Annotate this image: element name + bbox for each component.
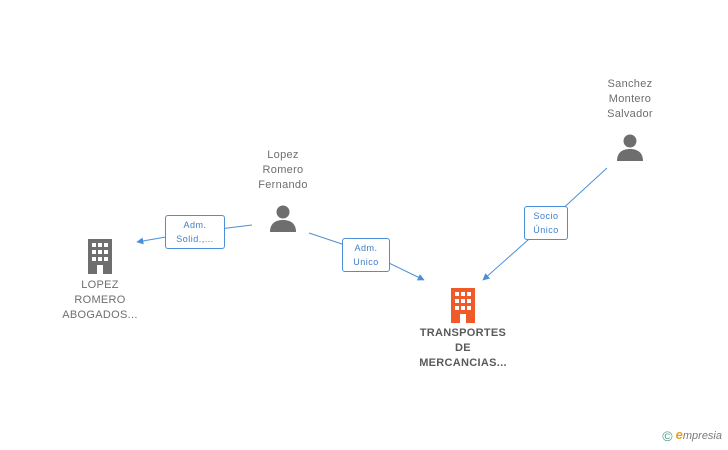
node-label-line: ABOGADOS... (62, 309, 138, 321)
node-sanchez-montero-salvador[interactable]: Sanchez Montero Salvador (585, 77, 675, 162)
edge-label-line: Adm. (183, 220, 207, 230)
edge-label-adm-unico[interactable]: Adm. Unico (342, 238, 390, 272)
node-label-line: LOPEZ (81, 279, 119, 291)
node-label-line: TRANSPORTES (419, 327, 507, 339)
node-label-line: Montero (608, 93, 652, 105)
node-label-line: ROMERO (74, 294, 126, 306)
node-label-line: Romero (262, 164, 304, 176)
building-icon (88, 239, 112, 274)
node-lopez-romero-abogados[interactable]: LOPEZ ROMERO ABOGADOS... (50, 238, 150, 323)
person-icon (617, 134, 643, 161)
node-label-line: Lopez (267, 149, 299, 161)
node-label-line: MERCANCIAS... (419, 357, 507, 369)
brand-logo-e: e (675, 426, 683, 442)
brand-logo-text: mpresia (682, 429, 722, 442)
node-label-line: Salvador (607, 108, 653, 120)
node-label-line: Sanchez (607, 78, 653, 90)
brand-watermark: © empresia (662, 427, 722, 444)
copyright-symbol: © (662, 428, 673, 444)
node-label-line: DE (455, 342, 471, 354)
building-icon (451, 288, 475, 323)
node-transportes-de-mercancias[interactable]: TRANSPORTES DE MERCANCIAS... (413, 287, 513, 371)
edge-label-adm-solid[interactable]: Adm. Solid.,... (165, 215, 225, 249)
edge-label-line: Adm. (354, 243, 378, 253)
edge-label-line: Único (533, 225, 559, 235)
edge-label-line: Solid.,... (176, 234, 214, 244)
node-lopez-romero-fernando[interactable]: Lopez Romero Fernando (238, 148, 328, 233)
node-label-line: Fernando (258, 179, 308, 191)
person-icon (270, 205, 296, 232)
edge-label-socio-unico[interactable]: Socio Único (524, 206, 568, 240)
edge-label-line: Socio (533, 211, 559, 221)
edge-label-line: Unico (353, 257, 379, 267)
